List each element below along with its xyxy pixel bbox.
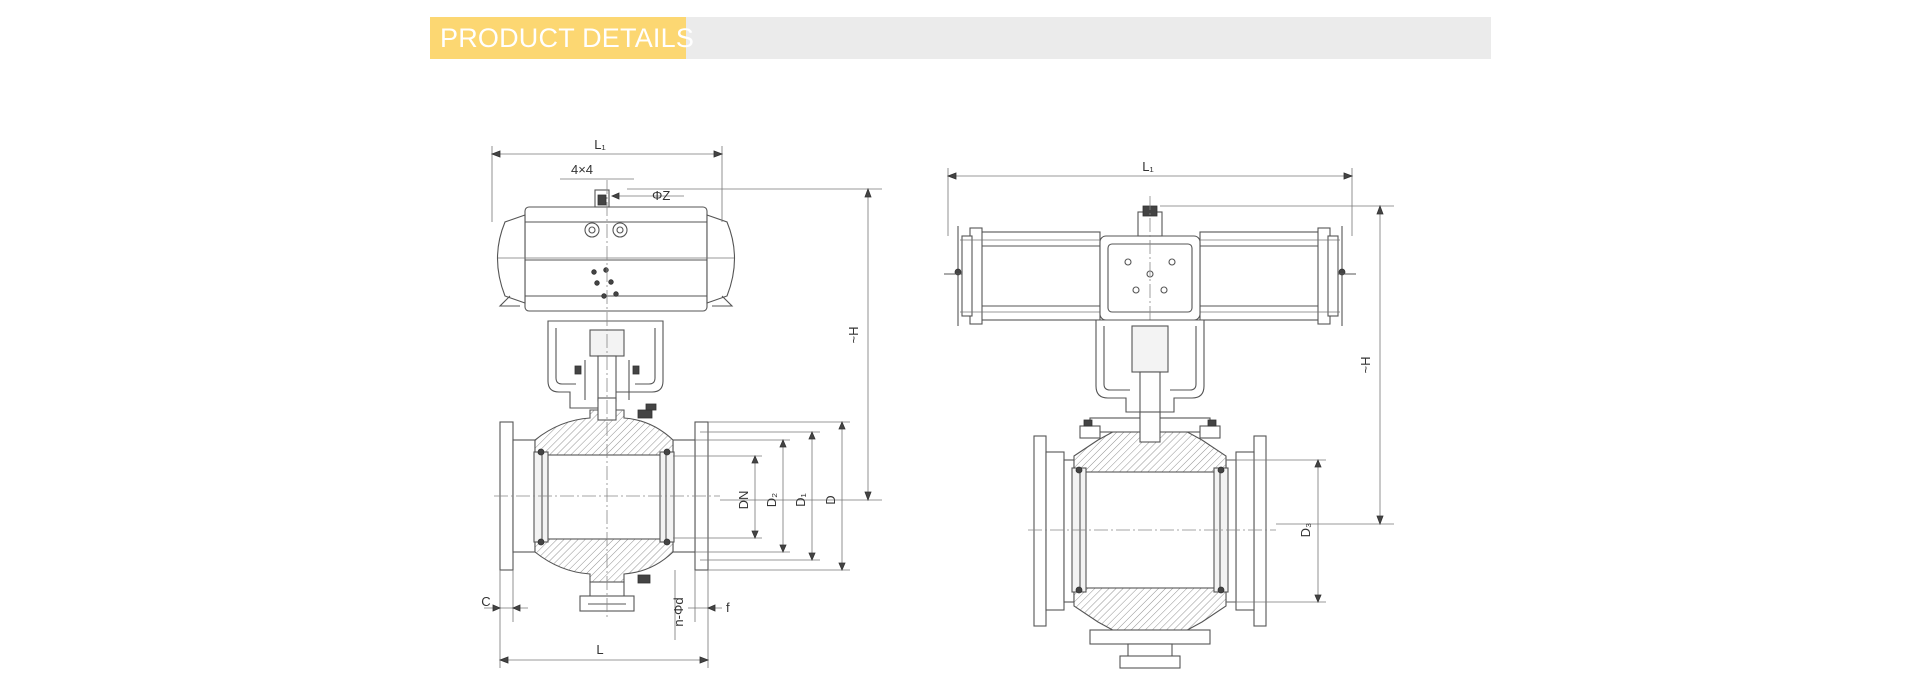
- dim-n-phi-d: n-Φd: [671, 597, 686, 626]
- left-dimensions: L₁ 4×4 ΦZ ~H D: [481, 137, 882, 668]
- left-valve-view: L₁ 4×4 ΦZ ~H D: [481, 137, 882, 668]
- right-valve-view: L₁ ~H D₃: [944, 159, 1394, 669]
- left-bracket: [547, 320, 664, 409]
- right-valve-body: [1028, 411, 1276, 669]
- dim-D3: D₃: [1298, 523, 1313, 538]
- dim-L: L: [596, 642, 603, 657]
- dim-C: C: [481, 594, 490, 609]
- dim-DN: DN: [736, 491, 751, 510]
- dim-L1-right: L₁: [1142, 159, 1154, 174]
- dim-L1: L₁: [594, 137, 606, 152]
- section-header-bar: PRODUCT DETAILS: [430, 17, 1491, 59]
- dim-phiZ: ΦZ: [652, 188, 670, 203]
- dim-D2: D₂: [764, 493, 779, 507]
- dim-square: 4×4: [571, 162, 593, 177]
- dim-H: ~H: [846, 327, 861, 344]
- section-header-tag: PRODUCT DETAILS: [430, 17, 694, 59]
- section-title: PRODUCT DETAILS: [440, 22, 695, 53]
- left-actuator: [497, 189, 735, 312]
- right-dimensions: L₁ ~H D₃: [946, 159, 1394, 604]
- dim-H-right: ~H: [1358, 357, 1373, 374]
- dim-D1: D₁: [793, 493, 808, 507]
- right-bracket: [1095, 319, 1205, 421]
- dim-f: f: [726, 600, 730, 615]
- dim-D: D: [823, 495, 838, 504]
- left-valve-body: [494, 180, 720, 620]
- right-actuator: [944, 196, 1356, 650]
